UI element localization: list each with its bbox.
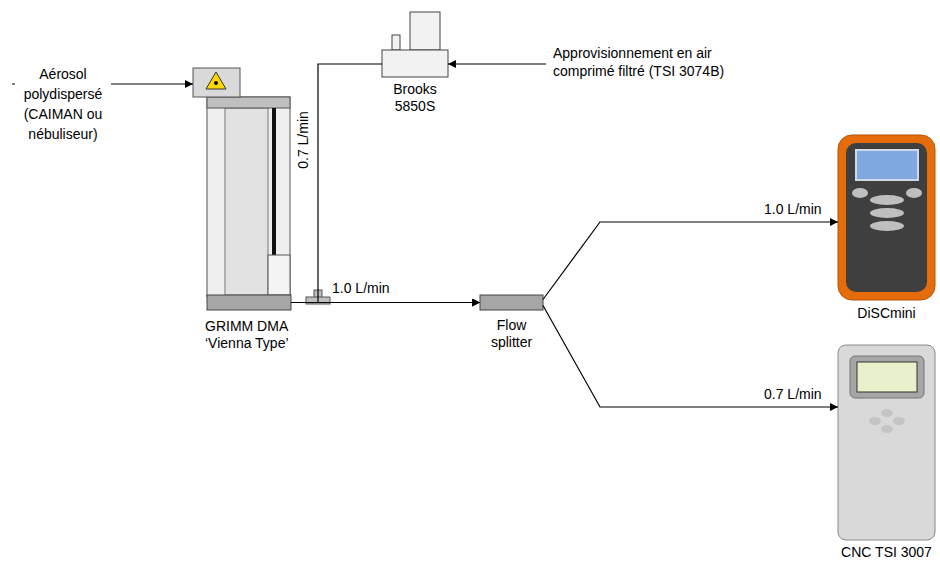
device-name: Flow splitter (477, 317, 546, 351)
dma-base-plate (207, 295, 291, 310)
cnc-button (869, 417, 881, 425)
dma-column (207, 97, 290, 297)
device-name: DiSCmini (828, 305, 940, 322)
device-name: Brooks 5850S (387, 81, 443, 115)
cnc-screen (857, 362, 917, 392)
device-name: CNC TSI 3007 (823, 544, 940, 561)
flow-rate-label: 0.7 L/min (762, 385, 824, 403)
discmini-screen (856, 150, 918, 180)
flow-line (318, 64, 480, 303)
flow-rate-label: 1.0 L/min (762, 200, 824, 218)
mfc-valve-head (410, 12, 440, 50)
flow-splitter-body (480, 295, 543, 310)
flow-rate-label: 0.7 L/min (294, 105, 312, 175)
mfc-connector (392, 35, 400, 50)
device-name: GRIMM DMA ‘Vienna Type’ (205, 318, 313, 352)
cnc-button (893, 417, 905, 425)
flow-line (543, 222, 838, 300)
dma-inner-column (225, 108, 268, 295)
flow-rate-label: 1.0 L/min (330, 279, 392, 297)
flow-line (543, 306, 838, 408)
dma-instrument: GRIMM DMA ‘Vienna Type’ (193, 68, 291, 310)
discmini-front (846, 143, 927, 292)
discmini-instrument: DiSCmini (838, 135, 935, 300)
discmini-button (852, 188, 868, 198)
flow-splitter: Flow splitter (480, 295, 543, 310)
air-supply-arrow (448, 63, 546, 64)
dma-electrode-rod (272, 108, 276, 255)
discmini-button (870, 208, 904, 218)
air-supply-label: Approvisionnement en air comprimé filtré… (553, 44, 768, 80)
discmini-button (906, 188, 922, 198)
cnc-button (881, 425, 893, 433)
cpc-instrument: CNC TSI 3007 (838, 345, 935, 540)
cnc-button (881, 409, 893, 417)
discmini-button (870, 221, 904, 231)
discmini-button (870, 195, 904, 205)
discmini-housing (838, 135, 935, 300)
mass-flow-controller: Brooks 5850S (382, 12, 448, 77)
dma-outlet-block (268, 255, 290, 295)
aerosol-source-label: Aérosol polydispersé (CAIMAN ou nébulise… (15, 64, 111, 144)
radiation-symbol (214, 81, 218, 85)
radiation-warning-sign (206, 72, 226, 89)
cnc-screen-bezel (850, 356, 924, 398)
dma-top-plate (207, 97, 290, 108)
cnc-housing (838, 345, 935, 540)
mfc-body (382, 50, 448, 77)
neutralizer-box (193, 68, 240, 97)
